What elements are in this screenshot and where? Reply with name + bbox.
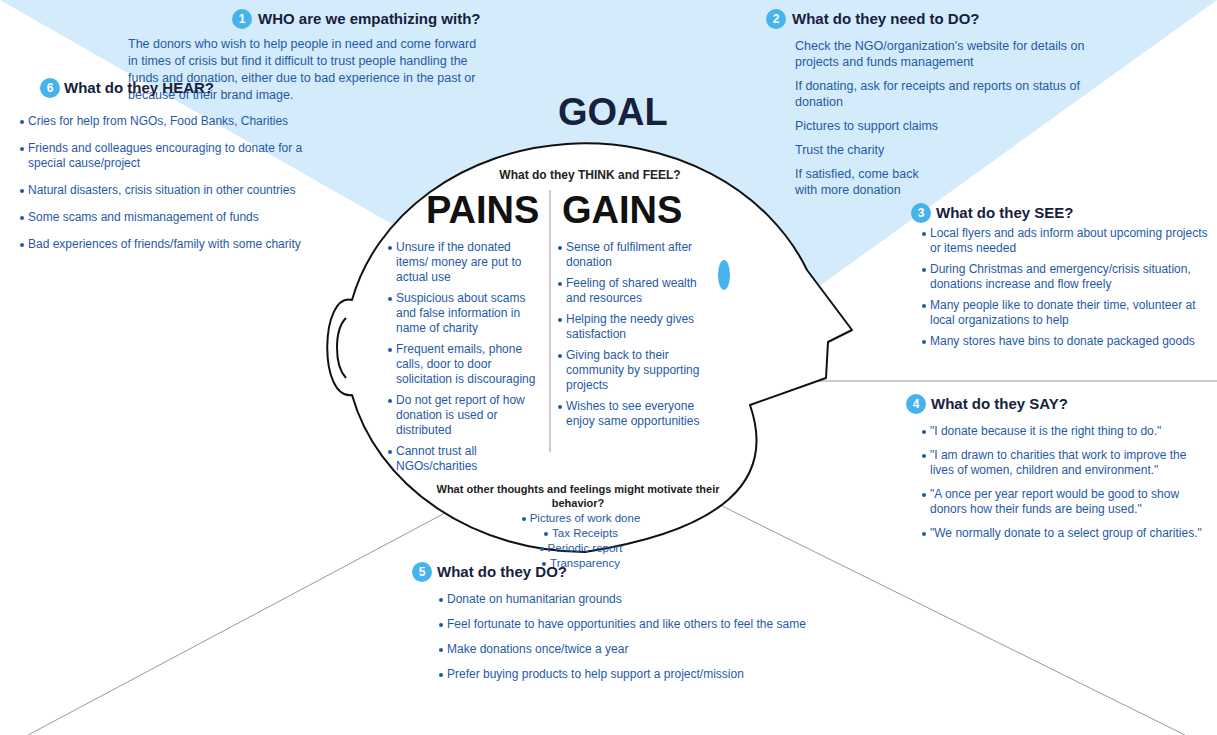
list-item: Cries for help from NGOs, Food Banks, Ch… <box>28 114 323 129</box>
motivation-item: Pictures of work done <box>530 511 641 525</box>
section-heading: What do they HEAR? <box>64 78 214 98</box>
list-item: Make donations once/twice a year <box>447 642 867 657</box>
quote-item: "We normally donate to a select group of… <box>930 526 1205 541</box>
bullet-dot <box>439 598 443 602</box>
bullet-dot <box>558 282 562 286</box>
bullet-dot <box>922 454 926 458</box>
bullet-dot <box>558 354 562 358</box>
bullet-dot <box>922 268 926 272</box>
bullet-dot <box>439 623 443 627</box>
quote-item: "I donate because it is the right thing … <box>930 424 1205 439</box>
gain-item: Helping the needy gives satisfaction <box>566 312 711 342</box>
callout-number: 3 <box>911 203 931 223</box>
bullet-dot <box>922 430 926 434</box>
pain-item: Cannot trust all NGOs/charities <box>396 444 546 474</box>
pain-item: Frequent emails, phone calls, door to do… <box>396 342 546 387</box>
callout-number: 6 <box>40 78 60 98</box>
section-heading: What do they SAY? <box>931 394 1068 414</box>
list-item: Natural disasters, crisis situation in o… <box>28 183 323 198</box>
list-item: If satisfied, come back with more donati… <box>795 166 935 198</box>
bullet-dot <box>388 348 392 352</box>
list-item: During Christmas and emergency/crisis si… <box>930 262 1210 292</box>
column-heading: PAINS <box>426 190 539 230</box>
list-item: Local flyers and ads inform about upcomi… <box>930 226 1210 256</box>
list-item: If donating, ask for receipts and report… <box>795 78 1115 110</box>
list-item: Bad experiences of friends/family with s… <box>28 237 323 252</box>
bullet-dot <box>558 318 562 322</box>
callout-number: 5 <box>412 562 432 582</box>
quote-item: "A once per year report would be good to… <box>930 487 1205 517</box>
gain-item: Sense of fulfilment after donation <box>566 240 711 270</box>
goal-title: GOAL <box>558 92 668 132</box>
callout-number: 2 <box>766 9 786 29</box>
list-item: Many stores have bins to donate packaged… <box>930 334 1210 349</box>
list-item: Many people like to donate their time, v… <box>930 298 1210 328</box>
bullet-dot <box>922 493 926 497</box>
gain-item: Giving back to their community by suppor… <box>566 348 711 393</box>
bullet-dot <box>388 246 392 250</box>
pain-item: Suspicious about scams and false informa… <box>396 291 546 336</box>
ear-inner <box>337 318 346 378</box>
bullet-dot <box>922 532 926 536</box>
column-heading: GAINS <box>562 190 682 230</box>
pains-gains-divider <box>550 190 551 452</box>
bullet-dot <box>20 243 24 247</box>
callout-number: 1 <box>232 9 252 29</box>
list-item: Donate on humanitarian grounds <box>447 592 867 607</box>
bullet-dot <box>558 246 562 250</box>
list-item: Some scams and mismanagement of funds <box>28 210 323 225</box>
divider-line <box>818 381 1217 382</box>
bullet-dot <box>922 232 926 236</box>
list-item: Prefer buying products to help support a… <box>447 667 867 682</box>
list-item: Friends and colleagues encouraging to do… <box>28 141 323 171</box>
motivation-question: What other thoughts and feelings might m… <box>428 482 728 510</box>
bullet-dot <box>522 517 526 521</box>
bullet-dot <box>439 648 443 652</box>
bullet-dot <box>922 340 926 344</box>
motivation-item: Periodic report <box>548 541 623 555</box>
list-item: Pictures to support claims <box>795 118 1115 134</box>
callout-number: 4 <box>906 394 926 414</box>
divider-line <box>28 505 460 735</box>
gain-item: Wishes to see everyone enjoy same opport… <box>566 399 711 429</box>
bullet-dot <box>20 189 24 193</box>
bullet-dot <box>922 304 926 308</box>
bullet-dot <box>388 399 392 403</box>
section-heading: What do they need to DO? <box>792 9 980 29</box>
bullet-dot <box>439 673 443 677</box>
bullet-dot <box>20 147 24 151</box>
pain-item: Do not get report of how donation is use… <box>396 393 546 438</box>
gain-item: Feeling of shared wealth and resources <box>566 276 711 306</box>
eye <box>718 260 730 290</box>
section-heading: WHO are we empathizing with? <box>258 9 481 29</box>
list-item: Trust the charity <box>795 142 1115 158</box>
bullet-dot <box>558 405 562 409</box>
bullet-dot <box>540 547 544 551</box>
list-item: Feel fortunate to have opportunities and… <box>447 617 867 632</box>
section-heading: What do they SEE? <box>936 203 1074 223</box>
quote-item: "I am drawn to charities that work to im… <box>930 448 1205 478</box>
head-outline: What do they THINK and FEEL? PAINS Unsure … <box>310 135 880 560</box>
bullet-dot <box>388 297 392 301</box>
head-silhouette <box>327 143 852 552</box>
list-item: Check the NGO/organization's website for… <box>795 38 1115 70</box>
bullet-dot <box>20 216 24 220</box>
pain-item: Unsure if the donated items/ money are p… <box>396 240 546 285</box>
motivation-item: Tax Receipts <box>552 526 618 540</box>
bullet-dot <box>388 450 392 454</box>
map-question: What do they THINK and FEEL? <box>499 168 680 183</box>
bullet-dot <box>20 120 24 124</box>
section-heading: What do they DO? <box>437 562 567 582</box>
